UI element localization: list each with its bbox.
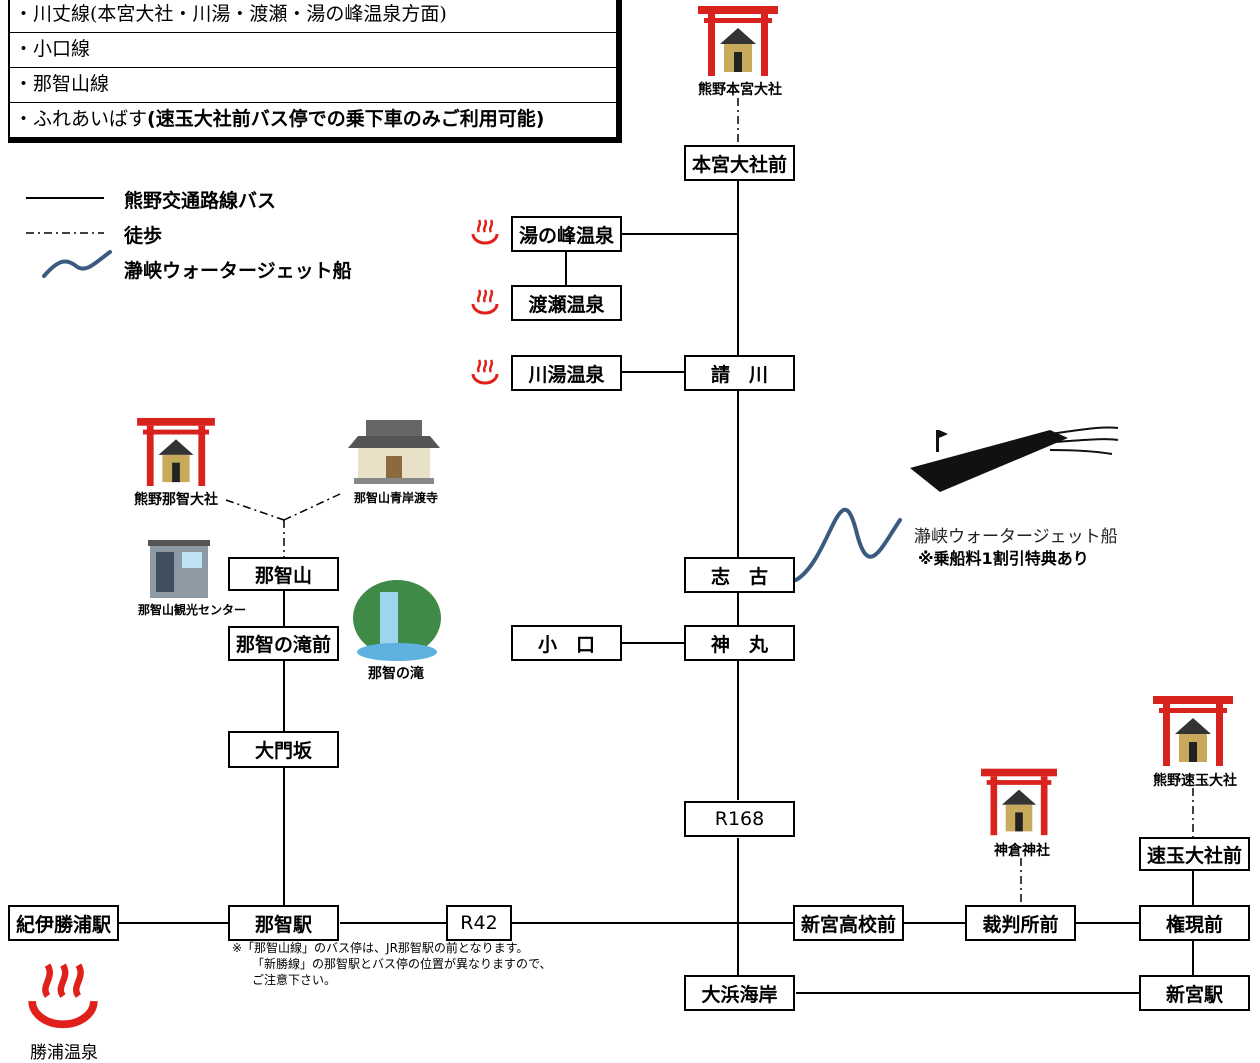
onsen-icon <box>28 963 98 1029</box>
place-kamikura: 神倉神社 <box>994 843 1050 859</box>
route-row: ・川丈線(本宮大社・川湯・渡瀬・湯の峰温泉方面) <box>10 0 616 33</box>
stop-daimonzaka: 大門坂 <box>228 731 339 768</box>
torii-shrine-icon <box>981 768 1057 836</box>
route-row: ・ふれあいばす(速玉大社前バス停での乗下車のみご利用可能) <box>10 103 616 137</box>
stop-kawayu-onsen: 川湯温泉 <box>511 355 622 391</box>
legend-walk: 徒歩 <box>124 225 163 247</box>
temple-icon <box>348 420 440 484</box>
torii-shrine-icon <box>698 6 778 76</box>
place-kumano-hayatama: 熊野速玉大社 <box>1153 773 1237 789</box>
stop-gongen-mae: 権現前 <box>1139 905 1250 941</box>
stop-ukegawa: 請 川 <box>684 355 795 391</box>
place-katsuura-onsen: 勝浦温泉 <box>30 1043 98 1063</box>
stop-shiko: 志 古 <box>684 557 795 593</box>
ferry-discount: ※乗船料1割引特典あり <box>918 549 1089 568</box>
onsen-icon <box>471 359 499 385</box>
stop-shingu-koko-mae: 新宮高校前 <box>793 905 904 941</box>
walk-line <box>225 499 285 521</box>
torii-shrine-icon <box>137 417 215 486</box>
note-line: ※「那智山線」のバス停は、JR那智駅の前となります。 <box>232 941 529 955</box>
onsen-icon <box>471 289 499 315</box>
stop-hongu-taisha-mae: 本宮大社前 <box>684 145 795 181</box>
route-list: ・川丈線(本宮大社・川湯・渡瀬・湯の峰温泉方面) ・小口線 ・那智山線 ・ふれあ… <box>8 0 622 143</box>
place-kumano-nachi: 熊野那智大社 <box>134 492 218 508</box>
place-seiganto-ji: 那智山青岸渡寺 <box>353 491 438 505</box>
stop-nachisan: 那智山 <box>228 557 339 591</box>
place-nachi-falls: 那智の滝 <box>368 666 424 682</box>
legend-ferry-line <box>42 250 112 278</box>
place-tourist-center: 那智山観光センター <box>137 603 246 617</box>
stop-shingu-station: 新宮駅 <box>1139 975 1250 1011</box>
stop-kii-katsuura-station: 紀伊勝浦駅 <box>8 905 119 941</box>
stop-hayatama-taisha-mae: 速玉大社前 <box>1139 837 1250 871</box>
stop-saibansho-mae: 裁判所前 <box>965 905 1076 941</box>
building-icon <box>148 540 210 598</box>
route-prefix: ・ふれあいばす <box>14 108 148 130</box>
stop-nachi-no-takimae: 那智の滝前 <box>228 626 339 661</box>
stop-r42: R42 <box>446 905 512 941</box>
stop-yunomine-onsen: 湯の峰温泉 <box>511 216 622 252</box>
jet-boat-icon <box>910 426 1119 492</box>
walk-line <box>283 493 341 521</box>
legend-ferry: 瀞峡ウォータージェット船 <box>124 260 352 282</box>
ferry-route-line <box>794 507 902 582</box>
route-row: ・那智山線 <box>10 68 616 103</box>
stop-koguchi: 小 口 <box>511 625 622 661</box>
note-line: ご注意下さい。 <box>252 973 337 987</box>
legend-bus: 熊野交通路線バス <box>124 190 277 212</box>
stop-watarase-onsen: 渡瀬温泉 <box>511 285 622 321</box>
stop-ohama-kaigan: 大浜海岸 <box>684 975 795 1011</box>
torii-shrine-icon <box>1153 696 1233 766</box>
stop-kamimaru: 神 丸 <box>684 625 795 661</box>
note-line: 「新勝線」の那智駅とバス停の位置が異なりますので、 <box>252 957 552 971</box>
route-suffix: (速玉大社前バス停での乗下車のみご利用可能) <box>147 108 545 130</box>
place-kumano-hongu: 熊野本宮大社 <box>698 82 782 98</box>
ferry-name: 瀞峡ウォータージェット船 <box>914 527 1118 547</box>
onsen-icon <box>471 219 499 245</box>
stop-nachi-station: 那智駅 <box>228 905 339 941</box>
waterfall-icon <box>353 580 441 661</box>
route-row: ・小口線 <box>10 33 616 68</box>
stop-r168: R168 <box>684 801 795 837</box>
